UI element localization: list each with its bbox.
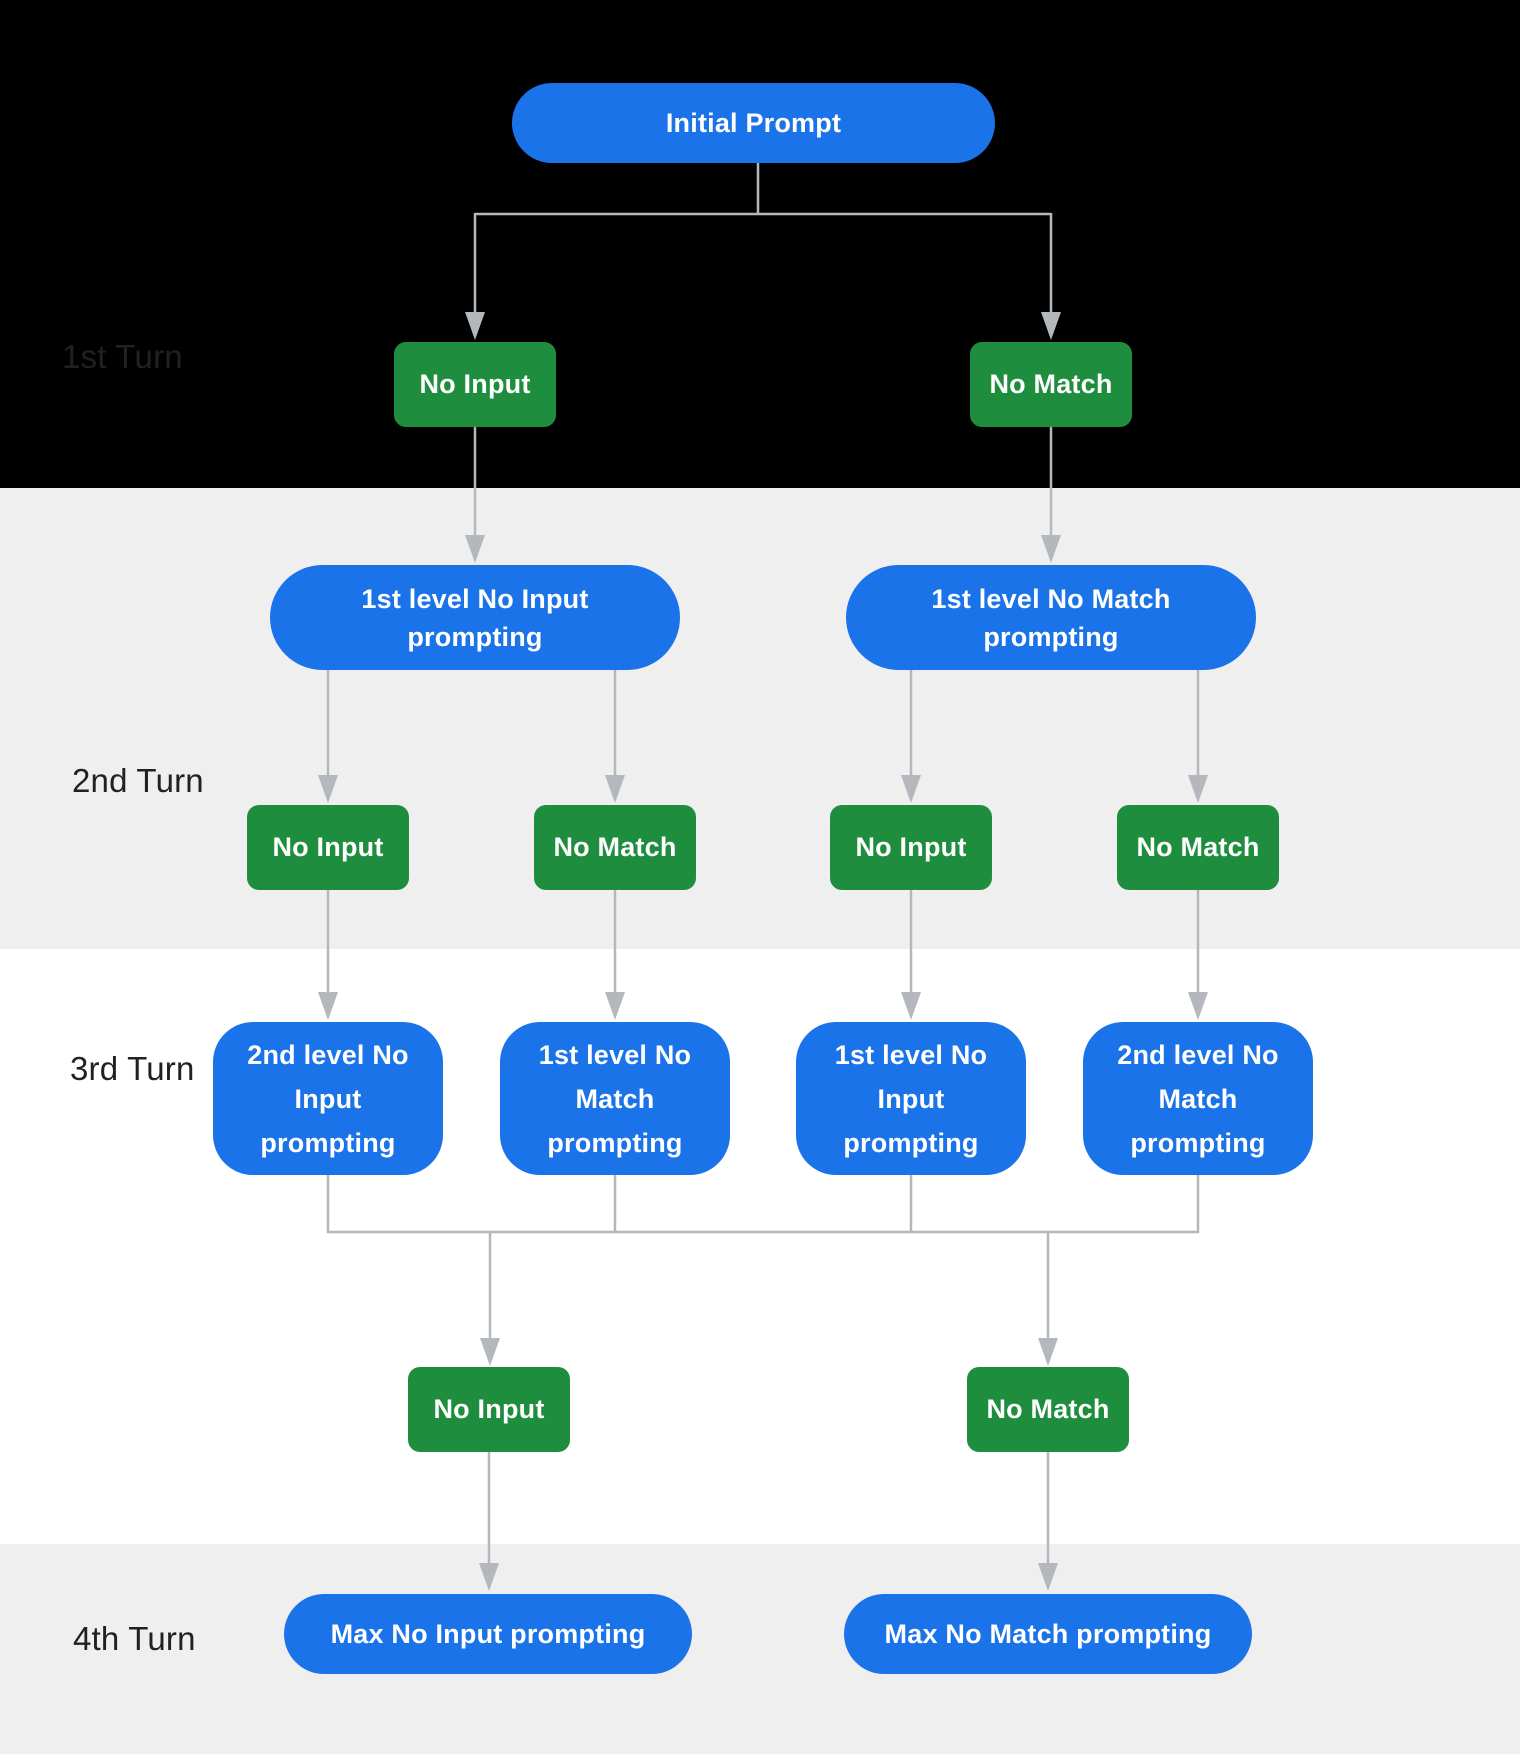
turn-label-4: 4th Turn [73,1620,196,1657]
turn-label-2: 2nd Turn [72,762,204,799]
node-level1-no-input-prompting-b: 1st level No Input prompting [796,1022,1026,1175]
node-turn3-no-input: No Input [408,1367,570,1452]
node-level1-no-match-prompting-b: 1st level No Match prompting [500,1022,730,1175]
turn-label-1: 1st Turn [62,338,183,375]
node-turn3-no-match: No Match [967,1367,1129,1452]
node-turn1-no-input: No Input [394,342,556,427]
node-level1-no-input-prompting: 1st level No Input prompting [270,565,680,670]
node-max-no-input-prompting: Max No Input prompting [284,1594,692,1674]
node-initial-prompt: Initial Prompt [512,83,995,163]
node-level2-no-match-prompting: 2nd level No Match prompting [1083,1022,1313,1175]
node-level1-no-match-prompting: 1st level No Match prompting [846,565,1256,670]
node-turn2-no-match-a: No Match [534,805,696,890]
node-turn2-no-match-b: No Match [1117,805,1279,890]
node-max-no-match-prompting: Max No Match prompting [844,1594,1252,1674]
node-turn2-no-input-a: No Input [247,805,409,890]
node-turn1-no-match: No Match [970,342,1132,427]
node-level2-no-input-prompting: 2nd level No Input prompting [213,1022,443,1175]
turn-label-3: 3rd Turn [70,1050,195,1087]
band-turn-1 [0,0,1520,488]
node-turn2-no-input-b: No Input [830,805,992,890]
band-turn-2 [0,488,1520,949]
band-turn-4 [0,1544,1520,1754]
